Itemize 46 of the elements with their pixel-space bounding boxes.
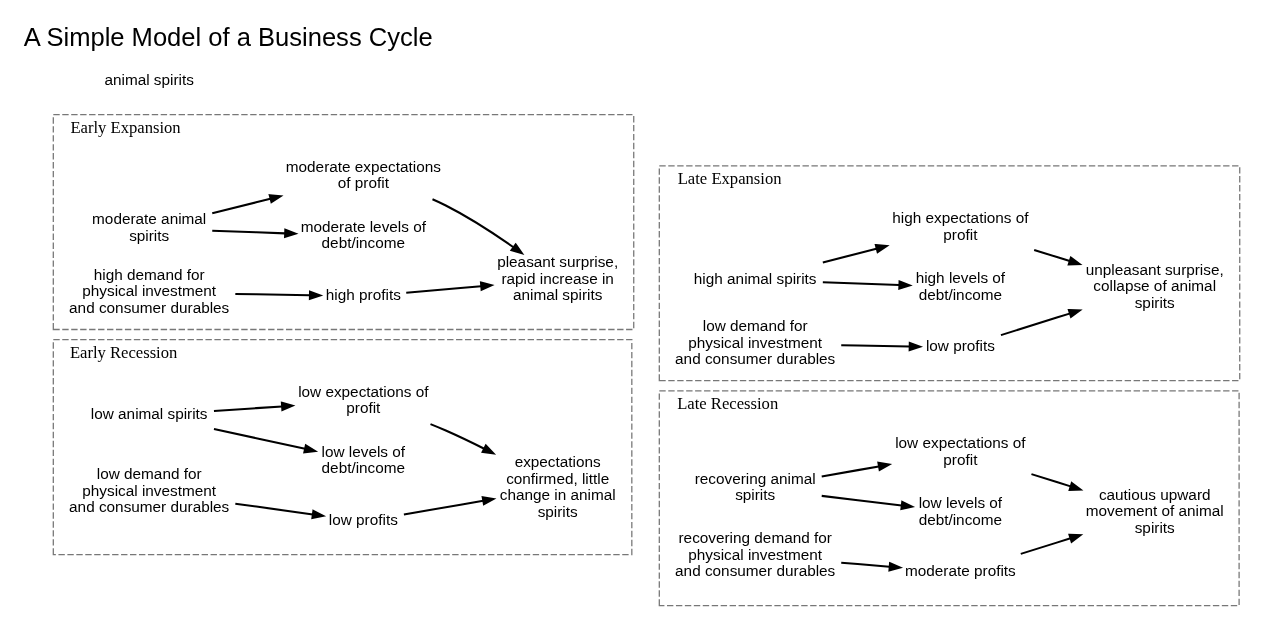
arrow bbox=[841, 340, 924, 351]
arrow bbox=[1033, 248, 1083, 266]
arrow bbox=[212, 227, 299, 238]
node-text: high expectations of profit bbox=[892, 208, 1029, 242]
node-text: moderate profits bbox=[905, 561, 1016, 579]
node-text: cautious upward movement of animal spirits bbox=[1085, 485, 1224, 536]
node-text: high levels of debt/income bbox=[915, 268, 1006, 303]
node-text: unpleasant surprise, collapse of animal spirits bbox=[1085, 260, 1224, 311]
node-text: pleasant surprise, rapid increase in animal spirits bbox=[497, 252, 619, 303]
arrow bbox=[821, 461, 893, 478]
label: animal spirits bbox=[104, 70, 194, 88]
arrow bbox=[212, 193, 284, 214]
arrow bbox=[1031, 472, 1084, 491]
arrow bbox=[213, 400, 296, 412]
node-text: recovering demand for physical investment and consumer durables bbox=[675, 528, 836, 579]
node-text: expectations confirmed, little change in animal spirits bbox=[499, 452, 616, 520]
arrow bbox=[430, 422, 497, 455]
arrow bbox=[235, 502, 327, 519]
arrow bbox=[406, 280, 495, 294]
node-text: high profits bbox=[325, 285, 401, 303]
arrow bbox=[841, 561, 903, 572]
node-text: low profits bbox=[925, 336, 995, 354]
node-text: low expectations of profit bbox=[298, 382, 429, 416]
arrow bbox=[822, 243, 890, 263]
node-text: recovering animal spirits bbox=[694, 469, 816, 503]
node-text: low demand for physical investment and consumer durables bbox=[69, 464, 230, 515]
node-text: low demand for physical investment and consumer durables bbox=[675, 316, 836, 367]
node-text: low levels of debt/income bbox=[321, 442, 406, 476]
node-text: moderate expectations of profit bbox=[285, 157, 441, 191]
arrow bbox=[822, 279, 913, 290]
node-text: low animal spirits bbox=[90, 404, 208, 422]
node-text: moderate levels of debt/income bbox=[300, 217, 426, 251]
node-text: low levels of debt/income bbox=[918, 493, 1003, 528]
arrow bbox=[403, 495, 497, 515]
diagram-title: A Simple Model of a Business Cycle bbox=[23, 22, 433, 51]
node-text: high demand for physical investment and consumer durables bbox=[69, 265, 230, 316]
node-text: low profits bbox=[328, 510, 398, 528]
node-text: low expectations of profit bbox=[895, 433, 1026, 468]
arrow bbox=[213, 427, 319, 453]
arrow bbox=[1000, 308, 1083, 336]
arrow bbox=[432, 197, 525, 255]
node-text: high animal spirits bbox=[693, 269, 817, 287]
arrow bbox=[821, 494, 916, 510]
arrow bbox=[235, 289, 324, 300]
node-text: moderate animal spirits bbox=[92, 209, 207, 244]
arrow bbox=[1020, 533, 1084, 555]
